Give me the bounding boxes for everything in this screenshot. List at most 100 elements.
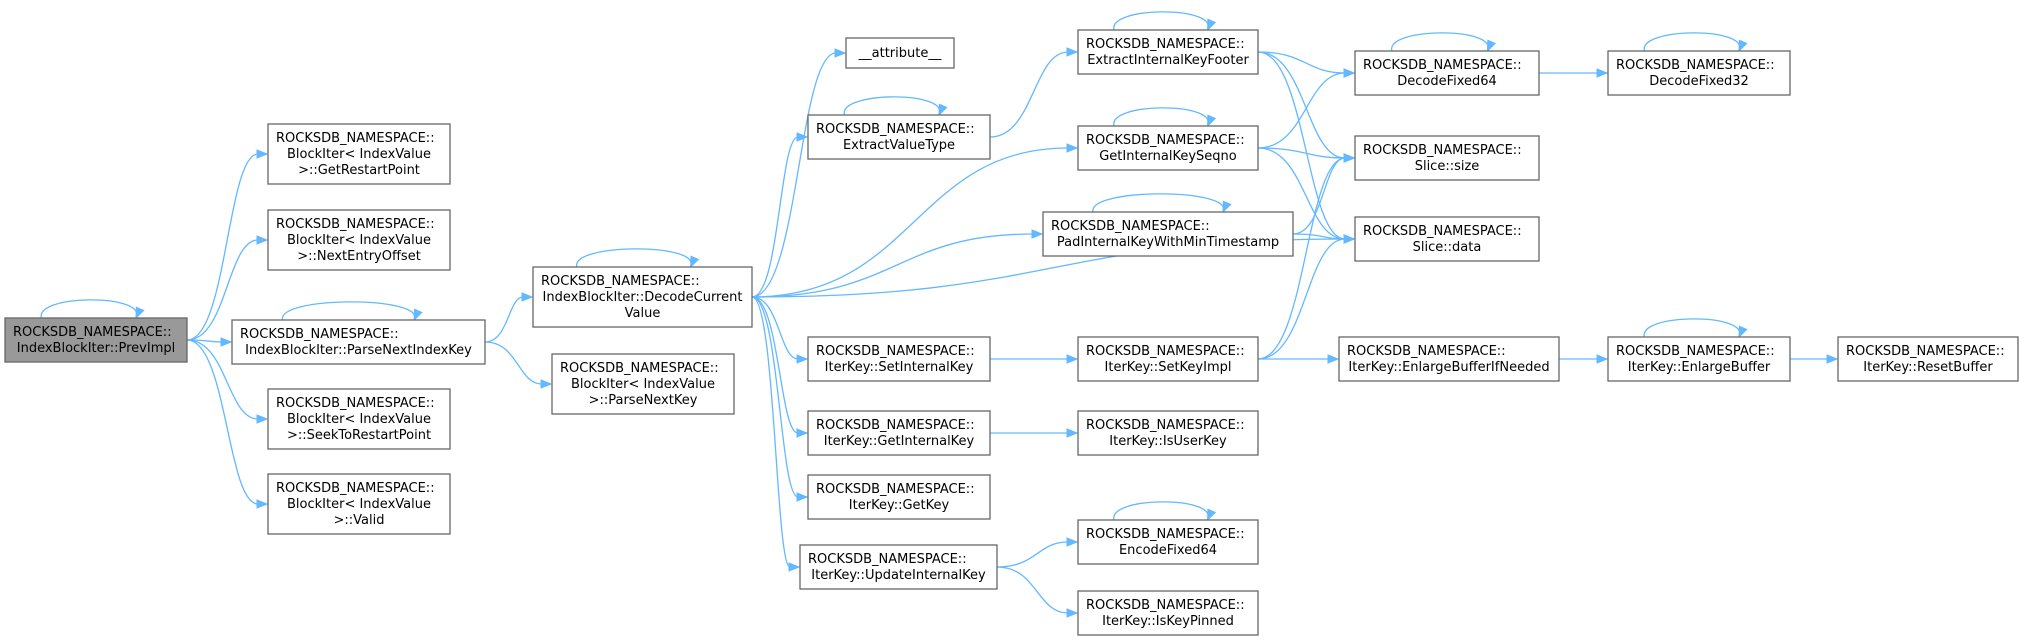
node-label-line: BlockIter< IndexValue [287, 412, 431, 427]
node-box [1077, 410, 1259, 456]
node-label-line: >::Valid [334, 513, 385, 528]
edge-decode-fixed64-to-decode-fixed32-arrowhead [1596, 68, 1609, 78]
node-box [231, 319, 486, 365]
edge-extract-internal-key-footer-to-slice-data [1257, 51, 1346, 240]
node-label-line: BlockIter< IndexValue [287, 233, 431, 248]
edge-prev-impl-to-seek-to-restart-point [186, 339, 259, 420]
node-label-line: ROCKSDB_NAMESPACE:: [816, 418, 975, 433]
edge-enlarge-buffer-to-reset-buffer-arrowhead [1826, 354, 1839, 364]
node-label-line: >::GetRestartPoint [298, 163, 420, 178]
node-label-line: IterKey::EnlargeBuffer [1628, 360, 1771, 375]
edge-prev-impl-to-next-entry-offset [186, 239, 259, 341]
edge-get-internal-key-seqno-to-get-internal-key-seqno [1113, 107, 1209, 127]
node-valid[interactable]: ROCKSDB_NAMESPACE::BlockIter< IndexValue… [267, 473, 451, 535]
edge-set-key-impl-to-slice-data-arrowhead [1343, 234, 1356, 244]
node-label-line: IterKey::ResetBuffer [1863, 360, 1993, 375]
node-box [1837, 336, 2019, 382]
edge-decode-current-value-to-pad-internal-key [751, 233, 1034, 298]
node-label-line: ROCKSDB_NAMESPACE:: [1086, 418, 1245, 433]
node-seek-to-restart-point[interactable]: ROCKSDB_NAMESPACE::BlockIter< IndexValue… [267, 388, 451, 450]
edge-pad-internal-key-to-slice-data [1292, 233, 1346, 240]
node-set-internal-key[interactable]: ROCKSDB_NAMESPACE::IterKey::SetInternalK… [807, 336, 991, 382]
node-next-entry-offset[interactable]: ROCKSDB_NAMESPACE::BlockIter< IndexValue… [267, 209, 451, 271]
edge-update-internal-key-to-encode-fixed64 [996, 541, 1069, 568]
node-label-line: BlockIter< IndexValue [287, 497, 431, 512]
node-get-internal-key-seqno[interactable]: ROCKSDB_NAMESPACE::GetInternalKeySeqno [1077, 125, 1259, 171]
node-get-key[interactable]: ROCKSDB_NAMESPACE::IterKey::GetKey [807, 474, 991, 520]
edge-extract-internal-key-footer-to-extract-internal-key-footer [1113, 11, 1209, 31]
node-label-line: ROCKSDB_NAMESPACE:: [1616, 58, 1775, 73]
node-slice-data[interactable]: ROCKSDB_NAMESPACE::Slice::data [1354, 216, 1540, 262]
node-box [1042, 211, 1294, 257]
node-box [267, 388, 451, 450]
node-reset-buffer[interactable]: ROCKSDB_NAMESPACE::IterKey::ResetBuffer [1837, 336, 2019, 382]
node-label-line: EncodeFixed64 [1119, 543, 1217, 558]
node-label-line: >::ParseNextKey [589, 393, 698, 408]
call-graph-nodes: ROCKSDB_NAMESPACE::IndexBlockIter::PrevI… [4, 29, 2019, 636]
node-label-line: ROCKSDB_NAMESPACE:: [276, 131, 435, 146]
edge-get-internal-key-seqno-to-get-internal-key-seqno-arrowhead [1207, 114, 1217, 128]
node-label-line: IndexBlockIter::ParseNextIndexKey [245, 343, 472, 358]
node-enlarge-buffer[interactable]: ROCKSDB_NAMESPACE::IterKey::EnlargeBuffe… [1607, 336, 1791, 382]
node-parse-next-index-key[interactable]: ROCKSDB_NAMESPACE::IndexBlockIter::Parse… [231, 319, 486, 365]
node-attribute[interactable]: __attribute__ [845, 37, 955, 69]
node-label-line: ROCKSDB_NAMESPACE:: [816, 122, 975, 137]
node-extract-value-type[interactable]: ROCKSDB_NAMESPACE::ExtractValueType [807, 114, 991, 160]
node-extract-internal-key-footer[interactable]: ROCKSDB_NAMESPACE::ExtractInternalKeyFoo… [1077, 29, 1259, 75]
node-label-line: ExtractValueType [843, 138, 955, 153]
node-label-line: Slice::data [1413, 240, 1482, 255]
edge-update-internal-key-to-is-key-pinned-arrowhead [1066, 608, 1079, 618]
node-prev-impl[interactable]: ROCKSDB_NAMESPACE::IndexBlockIter::PrevI… [4, 317, 188, 363]
node-box [1607, 50, 1791, 96]
edge-parse-next-index-key-to-parse-next-index-key-arrowhead [413, 308, 423, 322]
node-label-line: ROCKSDB_NAMESPACE:: [1363, 224, 1522, 239]
edge-extract-value-type-to-extract-internal-key-footer [989, 51, 1069, 138]
edge-encode-fixed64-to-encode-fixed64 [1113, 501, 1209, 521]
node-set-key-impl[interactable]: ROCKSDB_NAMESPACE::IterKey::SetKeyImpl [1077, 336, 1259, 382]
node-box [799, 544, 998, 590]
node-is-user-key[interactable]: ROCKSDB_NAMESPACE::IterKey::IsUserKey [1077, 410, 1259, 456]
node-slice-size[interactable]: ROCKSDB_NAMESPACE::Slice::size [1354, 135, 1540, 181]
node-is-key-pinned[interactable]: ROCKSDB_NAMESPACE::IterKey::IsKeyPinned [1077, 590, 1259, 636]
edge-decode-current-value-to-update-internal-key-arrowhead [788, 562, 801, 572]
node-get-restart-point[interactable]: ROCKSDB_NAMESPACE::BlockIter< IndexValue… [267, 123, 451, 185]
node-label-line: GetInternalKeySeqno [1099, 149, 1237, 164]
node-label-line: DecodeFixed64 [1397, 74, 1497, 89]
node-box [267, 473, 451, 535]
node-pad-internal-key[interactable]: ROCKSDB_NAMESPACE::PadInternalKeyWithMin… [1042, 211, 1294, 257]
edge-get-internal-key-to-is-user-key-arrowhead [1066, 428, 1079, 438]
edge-prev-impl-to-prev-impl [40, 299, 137, 319]
node-decode-current-value[interactable]: ROCKSDB_NAMESPACE::IndexBlockIter::Decod… [532, 266, 753, 328]
node-label-line: ROCKSDB_NAMESPACE:: [1086, 527, 1245, 542]
node-update-internal-key[interactable]: ROCKSDB_NAMESPACE::IterKey::UpdateIntern… [799, 544, 998, 590]
edge-prev-impl-to-parse-next-index-key-arrowhead [220, 337, 233, 347]
edge-update-internal-key-to-encode-fixed64-arrowhead [1066, 537, 1079, 547]
edge-parse-next-index-key-to-decode-current-value [484, 296, 524, 343]
node-box [532, 266, 753, 328]
edge-enlarge-buffer-to-enlarge-buffer-arrowhead [1738, 325, 1748, 339]
node-enlarge-buffer-if-needed[interactable]: ROCKSDB_NAMESPACE::IterKey::EnlargeBuffe… [1338, 336, 1560, 382]
edge-decode-current-value-to-get-internal-key-arrowhead [796, 428, 809, 438]
node-label-line: IterKey::SetInternalKey [825, 360, 974, 375]
node-parse-next-key[interactable]: ROCKSDB_NAMESPACE::BlockIter< IndexValue… [551, 353, 735, 415]
node-label-line: ROCKSDB_NAMESPACE:: [240, 327, 399, 342]
edge-decode-fixed64-to-decode-fixed64-arrowhead [1486, 39, 1497, 53]
node-decode-fixed32[interactable]: ROCKSDB_NAMESPACE::DecodeFixed32 [1607, 50, 1791, 96]
edge-prev-impl-to-get-restart-point [186, 153, 259, 341]
node-encode-fixed64[interactable]: ROCKSDB_NAMESPACE::EncodeFixed64 [1077, 519, 1259, 565]
node-box [1077, 590, 1259, 636]
node-label-line: IterKey::GetInternalKey [824, 434, 975, 449]
edge-set-key-impl-to-slice-data [1257, 238, 1346, 360]
node-box [1354, 50, 1540, 96]
node-box [807, 114, 991, 160]
edge-extract-internal-key-footer-to-slice-size [1257, 51, 1346, 159]
node-box [267, 123, 451, 185]
node-box [807, 474, 991, 520]
node-label-line: ROCKSDB_NAMESPACE:: [1363, 58, 1522, 73]
node-get-internal-key[interactable]: ROCKSDB_NAMESPACE::IterKey::GetInternalK… [807, 410, 991, 456]
edge-decode-current-value-to-get-internal-key-seqno [751, 147, 1069, 298]
node-box [1354, 135, 1540, 181]
node-decode-fixed64[interactable]: ROCKSDB_NAMESPACE::DecodeFixed64 [1354, 50, 1540, 96]
edge-parse-next-index-key-to-decode-current-value-arrowhead [521, 292, 534, 302]
edge-set-key-impl-to-enlarge-buffer-if-needed-arrowhead [1327, 354, 1340, 364]
